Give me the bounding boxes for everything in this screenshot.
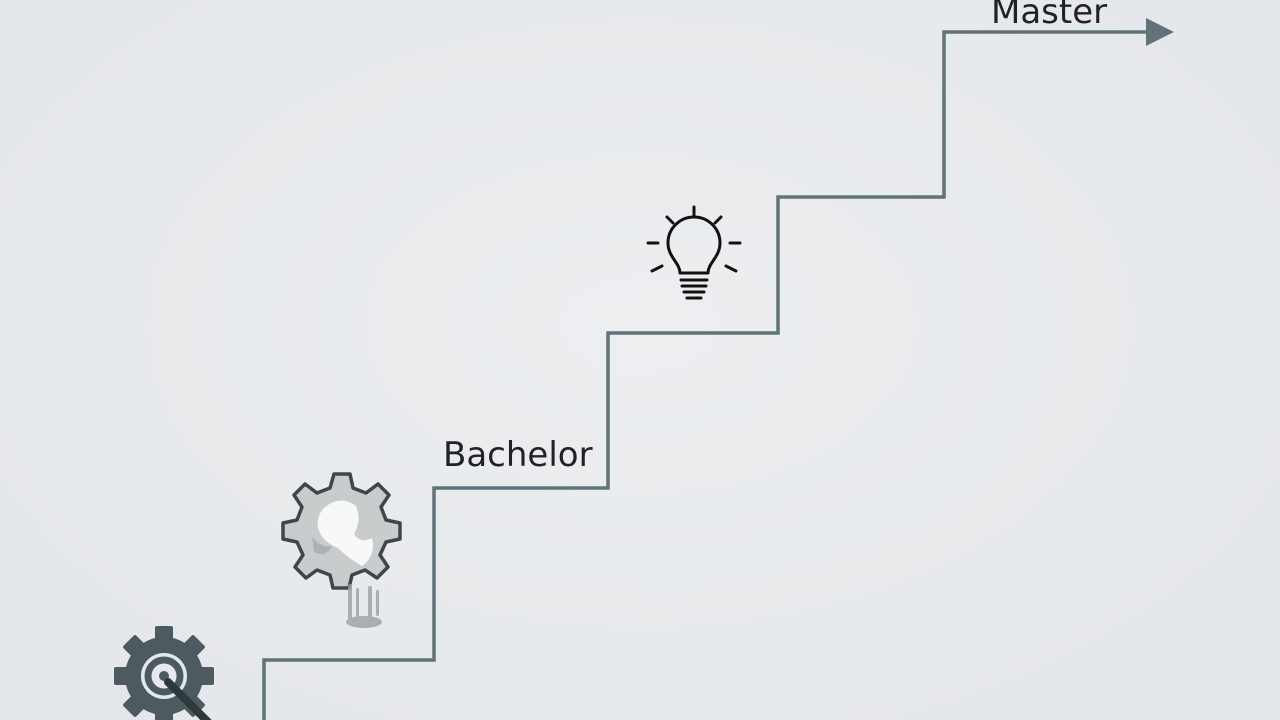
- gear-target-icon: [114, 626, 214, 720]
- arrow-head-icon: [1146, 18, 1174, 46]
- label-bachelor: Bachelor: [443, 435, 593, 475]
- label-master: Master: [991, 0, 1107, 32]
- broken-gear-icon: [281, 472, 402, 628]
- lightbulb-icon: [646, 205, 742, 300]
- staircase-line: [262, 30, 1150, 720]
